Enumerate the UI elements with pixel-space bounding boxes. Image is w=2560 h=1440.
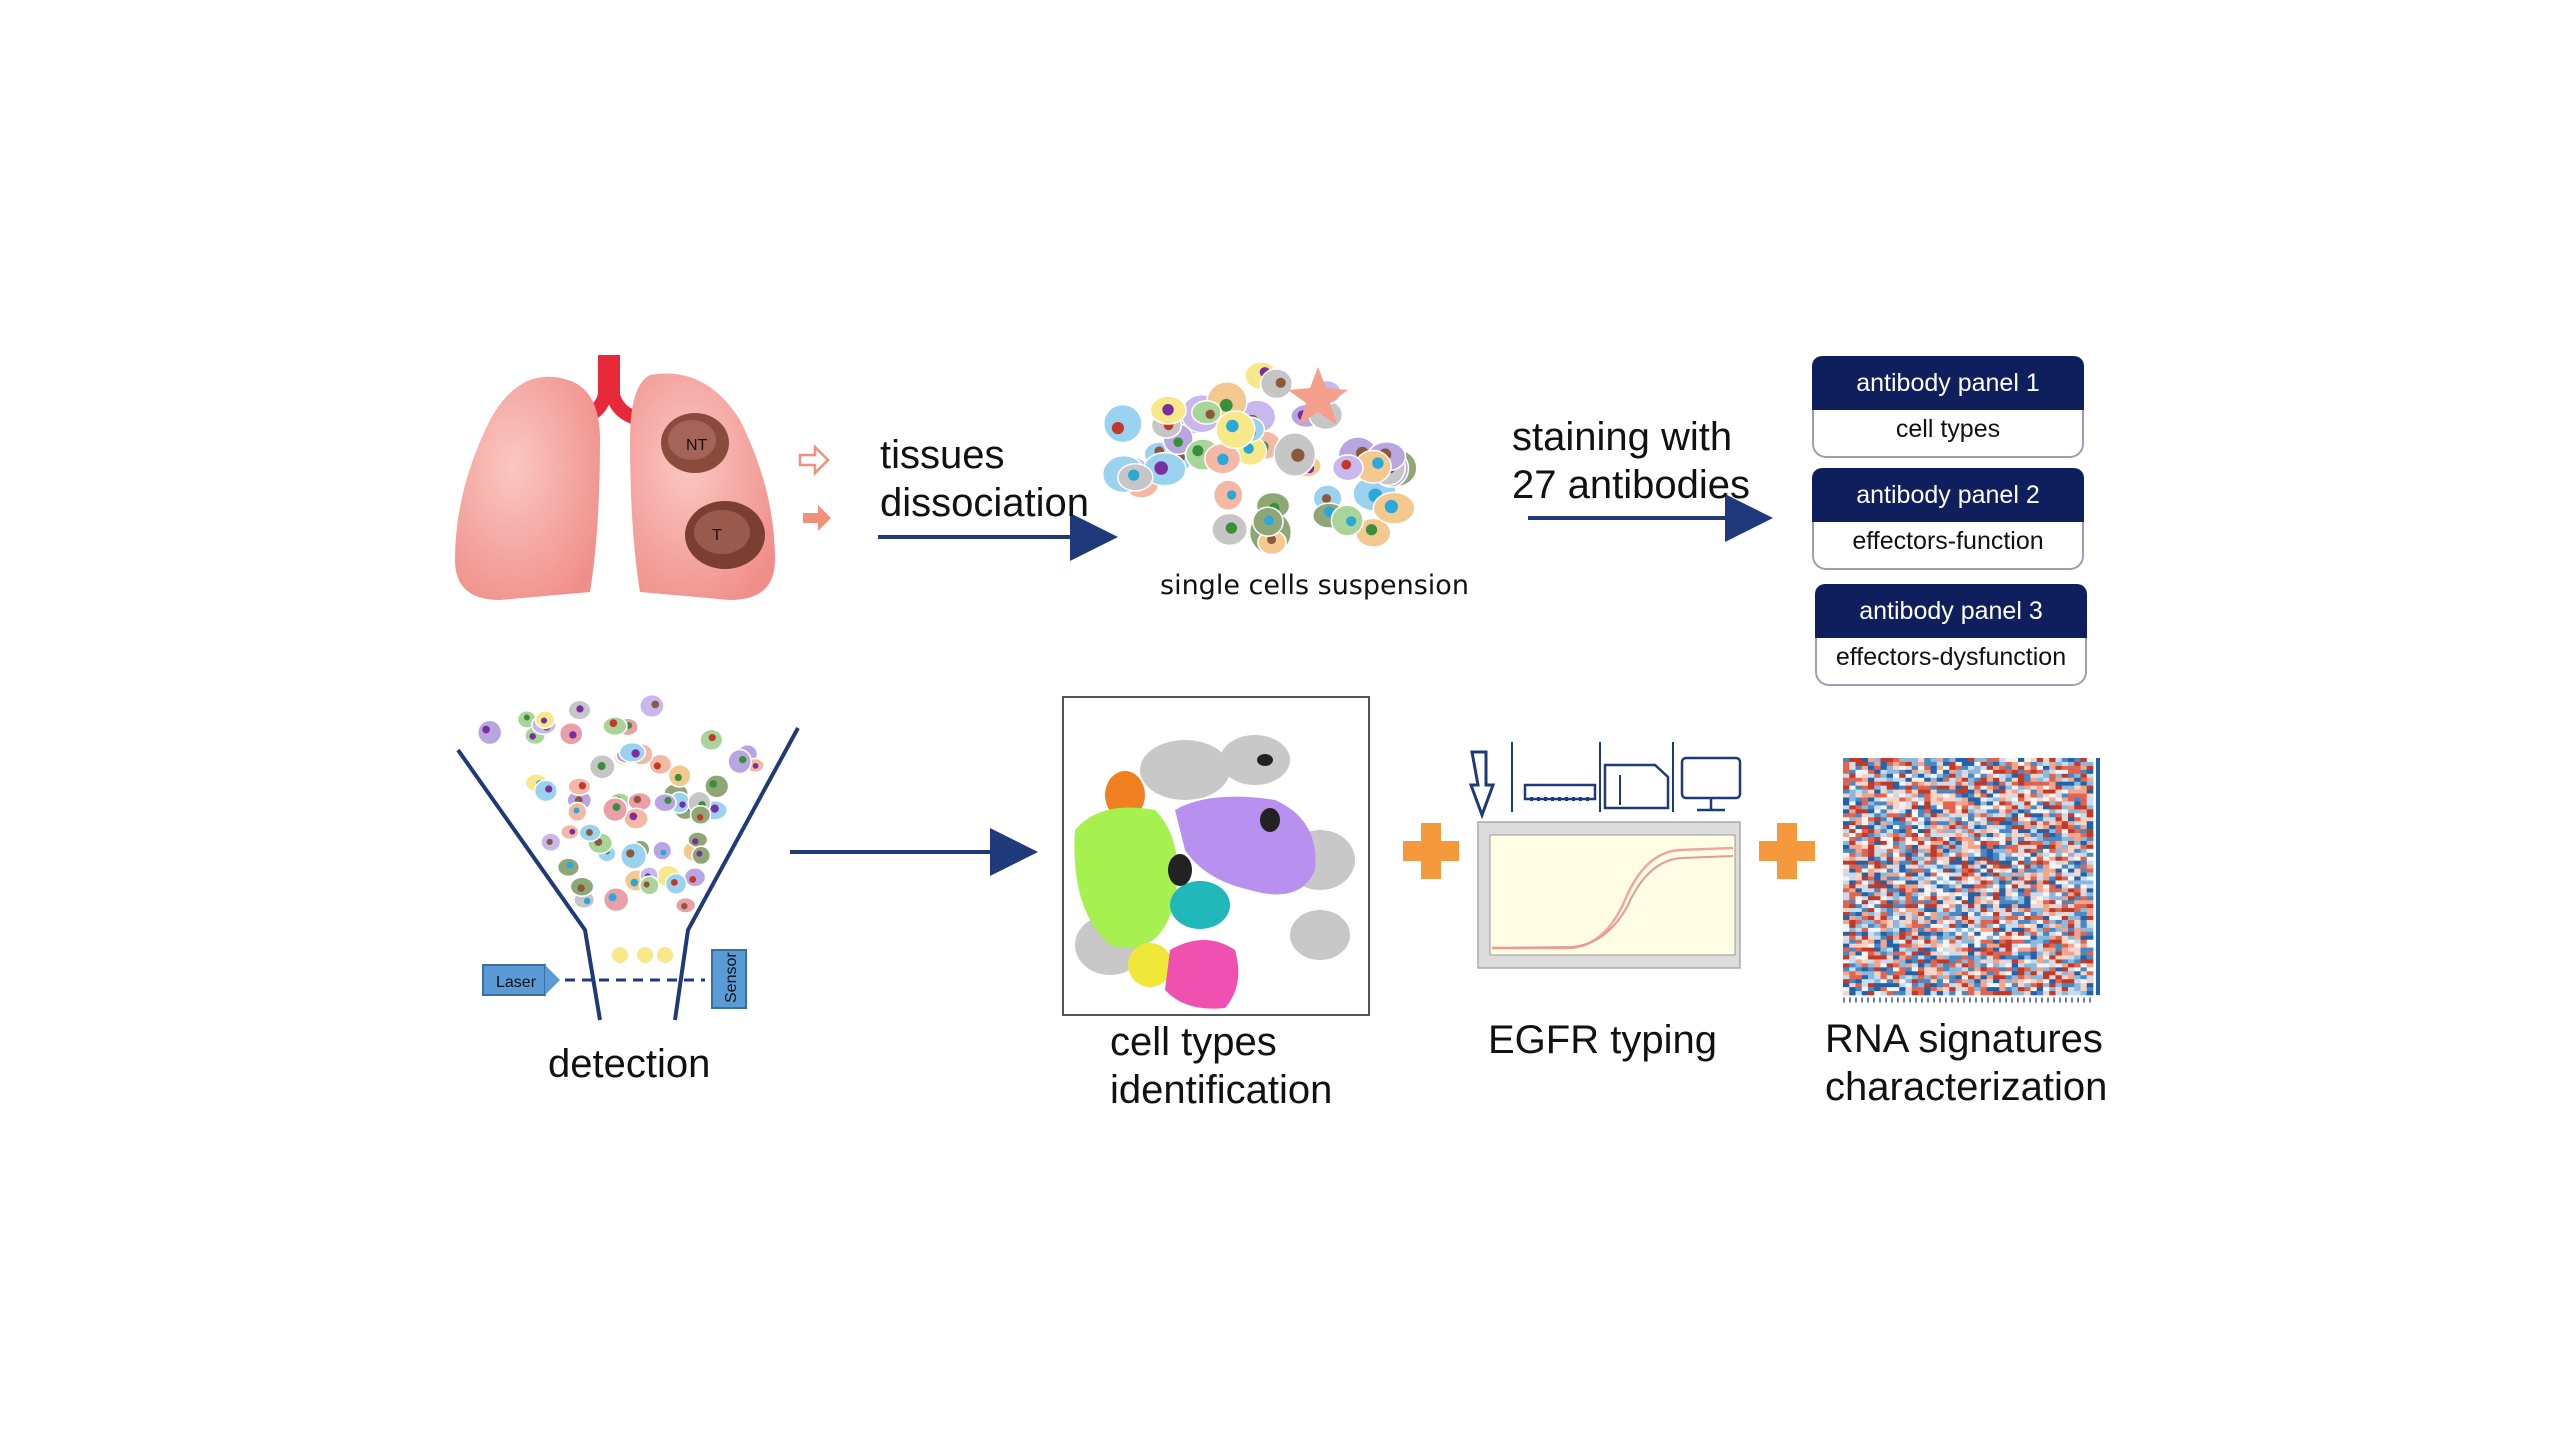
cell-types-label-line2: identification [1110,1068,1333,1112]
lung-icon: NT T [455,355,775,600]
antibody-panel-1-body: cell types [1812,406,2084,458]
funnel-icon: Laser Sensor [456,693,800,1021]
rna-label-line2: characterization [1825,1065,2108,1109]
sequencer-icon [1603,763,1670,810]
laser-label: Laser [496,974,537,991]
tissues-label-line1: tissues [880,433,1005,477]
rna-label: RNA signatures characterization [1825,1015,2107,1111]
antibody-panel-3-body: effectors-dysfunction [1815,634,2087,686]
antibody-panel-2-header: antibody panel 2 [1812,468,2084,522]
pcr-curve-icon [1477,821,1741,969]
antibody-panel-2-body: effectors-function [1812,518,2084,570]
tsne-plot-icon [1062,696,1370,1016]
rna-label-line1: RNA signatures [1825,1017,2103,1061]
cell-cluster-icon [1101,361,1418,556]
monitor-icon [1680,756,1742,812]
egfr-label: EGFR typing [1488,1018,1717,1062]
antibody-panel-1: cell types antibody panel 1 [1812,356,2084,460]
nt-label: NT [686,437,708,454]
plus-icon-2 [1759,823,1815,879]
antibody-panel-2: effectors-function antibody panel 2 [1812,468,2084,572]
single-cells-label: single cells suspension [1160,570,1469,601]
antibody-panel-3: effectors-dysfunction antibody panel 3 [1815,584,2087,688]
plus-icon [1403,823,1459,879]
pipette-icon [1468,750,1496,820]
t-label: T [712,527,722,544]
filled-arrow-icon [803,505,831,531]
tissues-label-line2: dissociation [880,481,1090,525]
staining-label-line2: 27 antibodies [1512,463,1750,507]
sensor-label: Sensor [723,952,740,1003]
antibody-panel-1-header: antibody panel 1 [1812,356,2084,410]
heatmap-icon [1843,758,2100,1003]
staining-label: staining with 27 antibodies [1512,413,1750,509]
pcr-plate-icon [1523,783,1597,801]
staining-label-line1: staining with [1512,415,1733,459]
outline-arrow-icon [798,443,830,477]
cell-types-label-line1: cell types [1110,1020,1277,1064]
detection-label: detection [548,1042,711,1086]
cell-types-label: cell types identification [1110,1018,1332,1114]
tissues-label: tissues dissociation [880,431,1089,527]
antibody-panel-3-header: antibody panel 3 [1815,584,2087,638]
